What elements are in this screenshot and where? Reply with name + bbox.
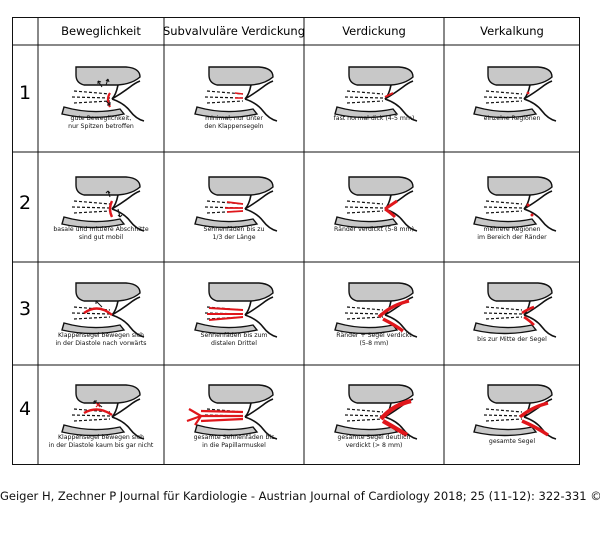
svg-text:nur Spitzen betroffen: nur Spitzen betroffen (68, 123, 134, 130)
table-header: Beweglichkeit Subvalvuläre Verdickung Ve… (61, 24, 544, 38)
svg-text:1/3 der Länge: 1/3 der Länge (212, 234, 255, 241)
header-subvalvular: Subvalvuläre Verdickung (163, 24, 305, 38)
grade-label: 1 (19, 82, 31, 104)
svg-text:den Klappensegeln: den Klappensegeln (204, 123, 263, 130)
svg-text:Ränder verdickt (5-8 mm): Ränder verdickt (5-8 mm) (334, 226, 414, 233)
svg-text:(5-8 mm): (5-8 mm) (360, 340, 389, 347)
caption-subvalvular-3: Sehnenfäden bis zum distalen Drittel (201, 332, 268, 347)
svg-text:gesamte Sehnenfäden bis: gesamte Sehnenfäden bis (194, 434, 275, 441)
svg-text:mehrere Regionen: mehrere Regionen (483, 226, 540, 233)
cell-mobility-3 (61, 282, 145, 338)
caption-thickening-1: fast normal dick (4-5 mm) (334, 115, 415, 122)
cell-mobility-2 (61, 176, 145, 232)
svg-text:im Bereich der Ränder: im Bereich der Ränder (477, 234, 547, 241)
cell-calcification-4 (473, 384, 557, 440)
header-thickening: Verdickung (342, 24, 406, 38)
grid-lines (12, 17, 580, 465)
svg-text:verdickt (> 8 mm): verdickt (> 8 mm) (346, 442, 403, 449)
motion-arrows-icon (105, 190, 123, 218)
cell-thickening-4 (334, 384, 418, 440)
caption-subvalvular-2: Sehnenfäden bis zu 1/3 der Länge (204, 226, 265, 241)
caption-subvalvular-1: minimal, nur unter den Klappensegeln (204, 115, 263, 130)
blocked-arrow-icon (93, 400, 103, 408)
svg-text:in der Diastole nach vorwärts: in der Diastole nach vorwärts (55, 340, 146, 347)
caption-mobility-1: gute Beweglichkeit, nur Spitzen betroffe… (68, 115, 134, 130)
caption-thickening-3: Ränder + Segel verdickt (5-8 mm) (336, 332, 412, 347)
caption-calcification-4: gesamte Segel (489, 438, 535, 445)
grade-label: 4 (19, 398, 31, 420)
row-grade-2: basale und mittlere Abschnitte sind gut … (53, 176, 557, 241)
motion-arrow-icon (95, 300, 103, 308)
svg-text:Klappensegel bewegen sich: Klappensegel bewegen sich (58, 434, 144, 441)
svg-text:minimal, nur unter: minimal, nur unter (205, 115, 263, 122)
cell-subvalvular-3 (194, 282, 278, 338)
header-mobility: Beweglichkeit (61, 24, 141, 38)
cell-subvalvular-2 (194, 176, 278, 232)
svg-text:Ränder + Segel verdickt: Ränder + Segel verdickt (336, 332, 412, 339)
cell-calcification-1 (473, 66, 557, 122)
caption-mobility-2: basale und mittlere Abschnitte sind gut … (53, 226, 148, 241)
svg-text:gesamte Segel: gesamte Segel (489, 438, 535, 445)
cell-mobility-1 (61, 66, 145, 122)
citation: Geiger H, Zechner P Journal für Kardiolo… (0, 489, 600, 503)
svg-text:Sehnenfäden bis zu: Sehnenfäden bis zu (204, 226, 265, 233)
caption-calcification-3: bis zur Mitte der Segel (477, 336, 547, 343)
svg-text:basale und mittlere Abschnitte: basale und mittlere Abschnitte (53, 226, 148, 233)
svg-text:gesamte Segel deutlich: gesamte Segel deutlich (338, 434, 411, 441)
svg-text:in die Papillarmuskel: in die Papillarmuskel (202, 442, 266, 449)
svg-text:einzelne Regionen: einzelne Regionen (484, 115, 541, 122)
motion-arrows-icon (97, 78, 111, 106)
row-grade-4: Klappensegel bewegen sich in der Diastol… (49, 384, 557, 449)
caption-mobility-3: Klappensegel bewegen sich in der Diastol… (55, 332, 146, 347)
svg-text:Klappensegel bewegen sich: Klappensegel bewegen sich (58, 332, 144, 339)
svg-text:sind gut mobil: sind gut mobil (79, 234, 123, 241)
cell-mobility-4 (61, 384, 145, 440)
row-grade-1: gute Beweglichkeit, nur Spitzen betroffe… (61, 66, 557, 130)
cell-thickening-2 (334, 176, 418, 232)
svg-text:fast normal dick (4-5 mm): fast normal dick (4-5 mm) (334, 115, 415, 122)
cell-subvalvular-4 (186, 384, 278, 440)
svg-text:Sehnenfäden bis zum: Sehnenfäden bis zum (201, 332, 268, 339)
cell-calcification-2 (473, 176, 557, 232)
cell-calcification-3 (473, 282, 557, 338)
row-grade-3: Klappensegel bewegen sich in der Diastol… (55, 282, 557, 347)
grade-label: 3 (19, 298, 31, 320)
grade-labels: 1 2 3 4 (19, 82, 31, 420)
caption-calcification-1: einzelne Regionen (484, 115, 541, 122)
caption-subvalvular-4: gesamte Sehnenfäden bis in die Papillarm… (194, 434, 275, 449)
svg-text:bis zur Mitte der Segel: bis zur Mitte der Segel (477, 336, 547, 343)
caption-mobility-4: Klappensegel bewegen sich in der Diastol… (49, 434, 154, 449)
grade-label: 2 (19, 192, 31, 214)
cell-thickening-3 (334, 282, 418, 338)
svg-text:distalen Drittel: distalen Drittel (211, 340, 257, 347)
cell-thickening-1 (334, 66, 418, 122)
cell-subvalvular-1 (194, 66, 278, 122)
caption-thickening-4: gesamte Segel deutlich verdickt (> 8 mm) (338, 434, 411, 449)
valve-score-table: Beweglichkeit Subvalvuläre Verdickung Ve… (12, 17, 580, 465)
caption-thickening-2: Ränder verdickt (5-8 mm) (334, 226, 414, 233)
svg-text:in der Diastole kaum bis gar n: in der Diastole kaum bis gar nicht (49, 442, 154, 449)
svg-text:gute Beweglichkeit,: gute Beweglichkeit, (71, 115, 132, 122)
caption-calcification-2: mehrere Regionen im Bereich der Ränder (477, 226, 547, 241)
header-calcification: Verkalkung (480, 24, 544, 38)
